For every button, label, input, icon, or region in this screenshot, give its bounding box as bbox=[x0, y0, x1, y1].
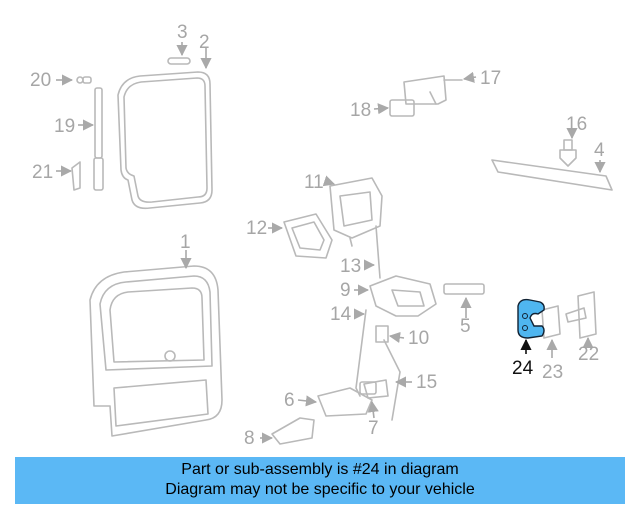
callout-9: 9 bbox=[340, 280, 351, 301]
banner-line-1: Part or sub-assembly is #24 in diagram bbox=[181, 461, 459, 478]
callout-16: 16 bbox=[566, 114, 587, 135]
callout-19: 19 bbox=[54, 116, 75, 137]
part-latch-housing bbox=[329, 177, 383, 247]
part-rod-13 bbox=[375, 225, 381, 279]
callout-8: 8 bbox=[244, 428, 255, 449]
part-bracket-21 bbox=[71, 161, 81, 191]
part-striker-plate bbox=[565, 291, 597, 339]
callout-21: 21 bbox=[32, 162, 53, 183]
callout-17: 17 bbox=[480, 68, 501, 89]
callout-22: 22 bbox=[578, 344, 599, 365]
part-hinge-plate bbox=[389, 99, 415, 117]
leader-lines bbox=[56, 42, 606, 444]
callout-6: 6 bbox=[284, 390, 295, 411]
part-lever bbox=[363, 379, 389, 399]
callout-3: 3 bbox=[177, 22, 188, 43]
callout-23: 23 bbox=[542, 362, 563, 383]
callout-4: 4 bbox=[594, 140, 605, 161]
callout-13: 13 bbox=[340, 256, 361, 277]
callout-2: 2 bbox=[199, 32, 210, 53]
callout-1: 1 bbox=[180, 232, 191, 253]
part-strip bbox=[167, 57, 191, 65]
part-plate bbox=[443, 283, 485, 295]
parts-diagram: 1 2 3 4 5 6 7 8 9 10 11 12 13 14 15 16 1… bbox=[30, 22, 613, 449]
banner-line-2: Diagram may not be specific to your vehi… bbox=[165, 481, 475, 498]
callout-7: 7 bbox=[368, 418, 379, 439]
callout-24: 24 bbox=[512, 358, 534, 379]
info-banner: Part or sub-assembly is #24 in diagram D… bbox=[15, 457, 625, 504]
part-bolt bbox=[559, 139, 577, 167]
part-gas-strut bbox=[93, 87, 104, 191]
part-tailgate bbox=[89, 265, 223, 437]
part-handle bbox=[271, 417, 315, 445]
part-actuator bbox=[317, 381, 377, 417]
callout-20: 20 bbox=[30, 70, 51, 91]
callout-14: 14 bbox=[330, 304, 352, 325]
part-rear-window-glass bbox=[117, 71, 213, 210]
callout-15: 15 bbox=[416, 372, 437, 393]
callout-5: 5 bbox=[460, 316, 471, 337]
part-frame bbox=[283, 213, 333, 259]
part-clip bbox=[76, 76, 92, 84]
part-rail bbox=[491, 159, 613, 191]
callout-labels: 1 2 3 4 5 6 7 8 9 10 11 12 13 14 15 16 1… bbox=[30, 22, 605, 449]
callout-11: 11 bbox=[304, 172, 324, 193]
part-clip-10 bbox=[375, 325, 389, 343]
callout-18: 18 bbox=[350, 100, 371, 121]
part-latch bbox=[369, 275, 437, 317]
callout-10: 10 bbox=[408, 328, 429, 349]
part-spacer bbox=[541, 305, 561, 339]
callout-12: 12 bbox=[246, 218, 267, 239]
part-24-highlighted bbox=[517, 298, 545, 339]
part-rod-15 bbox=[383, 339, 401, 421]
